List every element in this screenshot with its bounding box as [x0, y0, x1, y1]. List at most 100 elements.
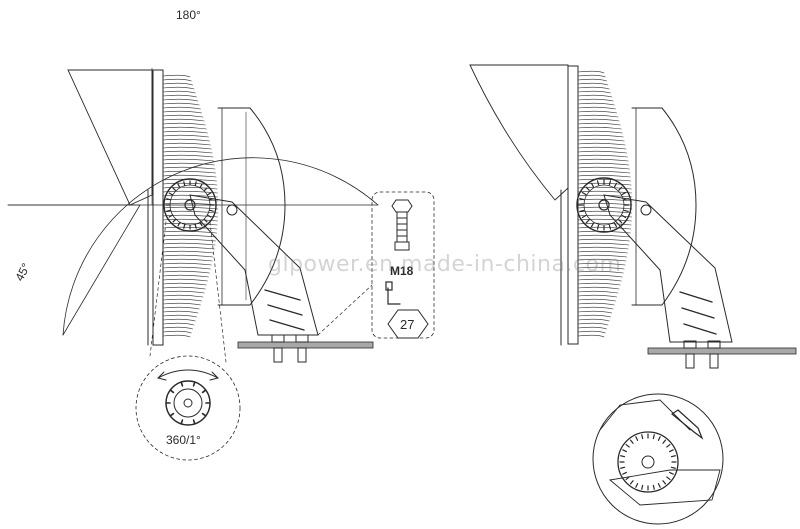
heatsink-fin	[162, 254, 214, 258]
heatsink-fin	[162, 330, 192, 334]
heatsink-fin	[577, 106, 616, 110]
heatsink-fin	[162, 286, 206, 290]
heatsink-fin	[577, 130, 623, 134]
bracket-arm	[189, 194, 319, 336]
heatsink-fin	[577, 306, 614, 310]
heatsink-fin	[577, 214, 633, 218]
heatsink-fin	[577, 270, 624, 274]
heatsink-fin	[577, 190, 633, 194]
heatsink-fin	[162, 290, 205, 294]
plate-tooth	[172, 218, 177, 223]
heatsink-fin	[577, 114, 619, 118]
heatsink-fin	[577, 142, 626, 146]
plate-tooth	[613, 182, 618, 188]
heatsink-fin	[162, 114, 204, 118]
plate-tooth	[192, 419, 196, 425]
plate-tooth	[177, 221, 181, 227]
plate-tooth	[635, 436, 639, 441]
heatsink-fin	[577, 274, 623, 278]
plate-tooth	[192, 381, 196, 387]
wrench-size-icon	[387, 309, 429, 339]
heatsink-fin	[577, 174, 631, 178]
plate-tooth	[641, 434, 644, 440]
heatsink-fin	[162, 334, 191, 338]
heatsink-fin	[162, 110, 203, 114]
heatsink-fin	[162, 226, 218, 230]
heatsink-fin	[577, 238, 630, 242]
plate-tooth	[669, 449, 674, 453]
plate-tooth	[166, 198, 172, 201]
heatsink-fin	[162, 326, 194, 330]
heatsink-fin	[162, 194, 219, 198]
heatsink-fin	[162, 322, 195, 326]
heatsink-fin	[577, 194, 633, 198]
plate-tooth	[590, 222, 595, 228]
plate-tooth	[180, 419, 184, 425]
heatsink-fin	[162, 174, 217, 178]
heatsink-fin	[162, 198, 219, 202]
rotation-gear	[165, 380, 211, 426]
heatsink-fin	[577, 94, 613, 98]
rotation-plate	[163, 178, 217, 232]
plate-tooth	[168, 214, 174, 218]
heatsink-fin	[162, 222, 218, 226]
heatsink-fin	[162, 186, 218, 190]
heatsink-fin	[577, 118, 620, 122]
heatsink-fin	[162, 90, 196, 94]
mounting-surface	[237, 341, 374, 349]
heatsink-fin	[577, 122, 621, 126]
heatsink-fin	[162, 82, 194, 86]
heatsink-fin	[162, 298, 203, 302]
heatsink-fin	[577, 290, 619, 294]
plate-tooth	[662, 439, 667, 444]
heatsink-fin	[162, 162, 215, 166]
wrench-size-label: 27	[400, 317, 414, 332]
plate-tooth	[208, 209, 214, 212]
heatsink-fin	[577, 126, 622, 130]
heatsink-fin	[577, 258, 627, 262]
heatsink-fin	[577, 146, 627, 150]
heatsink-fin	[577, 166, 630, 170]
plate-tooth	[629, 480, 634, 485]
heatsink-fin	[162, 98, 199, 102]
heatsink-fin	[577, 134, 624, 138]
plate-tooth	[581, 191, 587, 196]
plate-tooth	[629, 439, 634, 444]
plate-tooth	[625, 476, 630, 481]
plate-tooth	[669, 471, 674, 475]
heatsink-fin	[577, 298, 616, 302]
heatsink-fin	[577, 70, 605, 74]
plate-tooth	[657, 436, 661, 441]
rotation-arc-180	[62, 157, 379, 336]
plate-tooth	[618, 219, 623, 224]
heatsink-fin	[577, 222, 632, 226]
plate-tooth	[666, 443, 671, 448]
plate-tooth	[670, 466, 676, 469]
plate-tooth	[194, 181, 197, 187]
hex-bolt-icon	[391, 199, 413, 251]
heatsink-fin	[162, 274, 209, 278]
watermark-text: glpower.en.made-in-china.com	[268, 252, 622, 277]
plate-tooth	[623, 209, 629, 213]
wrench-tool-icon	[670, 409, 704, 440]
right-view	[469, 64, 797, 525]
heatsink-fin	[162, 118, 205, 122]
plate-tooth	[166, 209, 172, 212]
heatsink-fin	[577, 294, 618, 298]
plate-tooth	[666, 476, 671, 481]
heatsink-fin	[577, 286, 620, 290]
heatsink-fin	[162, 166, 216, 170]
heatsink-fin	[577, 90, 611, 94]
heatsink-fin	[162, 190, 218, 194]
heatsink-fin	[577, 98, 614, 102]
heatsink-fin	[162, 130, 208, 134]
heatsink-fin	[162, 146, 212, 150]
heatsink-fin	[577, 334, 605, 338]
plate-tooth	[608, 224, 612, 230]
heatsink-fin	[162, 138, 210, 142]
plate-tooth	[635, 483, 639, 488]
heatsink-fin	[162, 262, 212, 266]
heatsink-fin	[162, 294, 204, 298]
heatsink-fin	[162, 122, 206, 126]
rotation-detail-circle	[135, 355, 241, 461]
